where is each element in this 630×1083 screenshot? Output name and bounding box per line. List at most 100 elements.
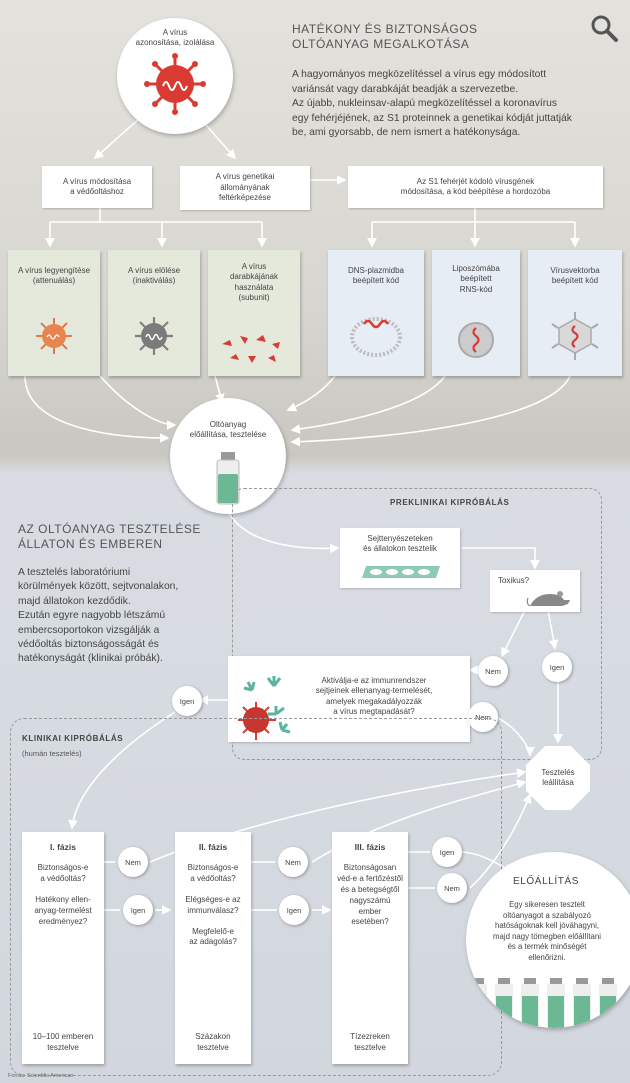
phase-3-no-button: Nem xyxy=(437,873,467,903)
clinical-label: KLINIKAI KIPRÓBÁLÁS xyxy=(22,734,124,743)
antibody-virus-icon xyxy=(238,676,291,740)
immune-yes-button: Igen xyxy=(172,686,202,716)
card-line: beépített xyxy=(460,274,492,284)
box-line: A vírus genetikai xyxy=(215,172,275,182)
card-line: (subunit) xyxy=(238,293,270,303)
phase-line: Biztonságos-e xyxy=(37,863,89,873)
phase-line: Biztonságos-e xyxy=(187,863,239,873)
toxic-question-label: Toxikus? xyxy=(498,576,530,585)
card-line: Vírusvektorba xyxy=(550,266,600,275)
vaccine-production-circle: Oltóanyag előállítása, tesztelése xyxy=(170,398,286,514)
toxic-question-box: Toxikus? xyxy=(490,570,580,612)
cell-culture-box: Sejttenyészeteken és állatokon tesztelik xyxy=(340,528,460,588)
preclinical-label: PREKLINIKAI KIPRÓBÁLÁS xyxy=(390,498,510,507)
production-line: ellenőrizni. xyxy=(528,952,566,962)
dna-plasmid-icon xyxy=(350,317,402,357)
phase-line: az adagolás? xyxy=(189,937,237,947)
box-line: sejtjeinek ellenanyag-termelését, xyxy=(315,686,433,696)
liposome-icon xyxy=(458,322,494,358)
testing-paragraph-line: embercsoportokon vizsgálják a xyxy=(18,624,160,636)
card-line: (attenuálás) xyxy=(32,276,76,286)
mouse-icon xyxy=(526,591,570,607)
phase-line: Hatékony ellen- xyxy=(35,895,91,905)
phase-line: esetében? xyxy=(351,917,389,927)
attenuation-card: A vírus legyengítése(attenuálás) xyxy=(8,250,100,376)
phase-line: eredményez? xyxy=(38,916,88,926)
phase-line: és a betegségtől xyxy=(340,885,400,895)
box-line: feltérképezése xyxy=(218,193,271,203)
box-line: a védőoltáshoz xyxy=(70,187,124,196)
production-line: majd nagy tömegben előállítani xyxy=(493,931,601,941)
vaccine-vials-row-icon xyxy=(469,978,617,1028)
inactivation-card: A vírus elölése(inaktiválás) xyxy=(108,250,200,376)
preclinical-no-button: Nem xyxy=(478,656,508,686)
testing-paragraph-line: körülmények között, sejtvonalakon, xyxy=(18,581,179,593)
testing-paragraph: A tesztelés laboratóriumi körülmények kö… xyxy=(18,566,178,667)
box-line: és állatokon tesztelik xyxy=(363,544,437,554)
phase-line: Biztonságosan xyxy=(343,863,397,873)
box-line: Sejttenyészeteken xyxy=(367,534,433,543)
card-line: Liposzómába xyxy=(452,264,500,273)
attenuated-virus-icon xyxy=(36,318,72,354)
testing-paragraph-line: hatékonyságát (klinikai próbák). xyxy=(18,653,163,665)
main-paragraph: A hagyományos megközelítéssel a vírus eg… xyxy=(292,68,572,141)
production-line: oltóanyagot a szabályozó xyxy=(503,910,591,920)
virus-id-line1: A vírus xyxy=(162,28,188,37)
main-paragraph-line: be, ami gyorsabb, de nem ismert a hatéko… xyxy=(292,127,521,139)
testing-paragraph-line: A tesztelés laboratóriumi xyxy=(18,567,131,578)
inactivated-virus-icon xyxy=(135,317,173,355)
phase-1-yes-button: Igen xyxy=(123,895,153,925)
source-credit: Forrás: Scientific American xyxy=(8,1073,74,1079)
immune-question-box: Aktiválja-e az immunrendszer sejtjeinek … xyxy=(228,656,470,742)
testing-title-line2: ÁLLATON ÉS EMBEREN xyxy=(18,537,163,551)
production-line: hatóságoknak kell jóváhagyni, xyxy=(494,921,600,931)
card-line: beépített kód xyxy=(551,276,599,286)
box-line: állományának xyxy=(220,182,270,192)
stop-line: Tesztelés xyxy=(541,767,575,777)
phase-line: anyag-termelést xyxy=(34,905,92,915)
phase-line: ember xyxy=(358,906,382,916)
phase-line: 10–100 emberen xyxy=(32,1032,94,1042)
main-paragraph-line: variánsát vagy darabkáját beadják a szer… xyxy=(292,83,519,95)
testing-paragraph-line: Ezután egyre nagyobb létszámú xyxy=(18,610,166,622)
phase-2-yes-button: Igen xyxy=(279,895,309,925)
phase-2-no-button: Nem xyxy=(278,847,308,877)
search-icon[interactable] xyxy=(588,12,620,44)
virus-fragments-icon xyxy=(222,335,280,363)
main-title-line1: HATÉKONY ÉS BIZTONSÁGOS xyxy=(292,22,478,36)
card-line: A vírus xyxy=(241,262,267,271)
phase-line: Megfelelő-e xyxy=(192,926,234,936)
phase-line: Százakon xyxy=(195,1032,231,1042)
phase-line: tesztelve xyxy=(47,1043,79,1053)
card-line: beépített kód xyxy=(352,276,400,286)
main-paragraph-line: A hagyományos megközelítéssel a vírus eg… xyxy=(292,69,547,80)
production-line: és a termék minőségét xyxy=(507,942,587,952)
card-line: darabkájának xyxy=(229,272,279,282)
phase-3-title: III. fázis xyxy=(354,842,386,852)
phase-line: tesztelve xyxy=(354,1043,386,1053)
petri-dish-tray-icon xyxy=(362,566,440,578)
phase-1-title: I. fázis xyxy=(50,842,76,852)
red-virus-icon xyxy=(144,53,206,115)
card-line: A vírus legyengítése xyxy=(17,266,91,275)
main-paragraph-line: egy fehérjéjének, az S1 proteinnek a gen… xyxy=(292,112,572,124)
production-circle: ELŐÁLLÍTÁS Egy sikeresen tesztelt oltóan… xyxy=(466,852,630,1028)
clinical-sublabel: (humán tesztelés) xyxy=(22,749,82,758)
testing-paragraph-line: majd állatokon kezdődik. xyxy=(18,595,131,607)
main-title: HATÉKONY ÉS BIZTONSÁGOS OLTÓANYAG MEGALK… xyxy=(292,22,478,52)
testing-title: AZ OLTÓANYAG TESZTELÉSE ÁLLATON ÉS EMBER… xyxy=(18,522,201,552)
box-line: Aktiválja-e az immunrendszer xyxy=(321,676,427,685)
phase-line: nagyszámú xyxy=(349,895,391,905)
phase-line: tesztelve xyxy=(197,1043,229,1053)
stop-line: leállítása xyxy=(542,778,574,787)
phase-line: Tízezreken xyxy=(350,1032,390,1042)
